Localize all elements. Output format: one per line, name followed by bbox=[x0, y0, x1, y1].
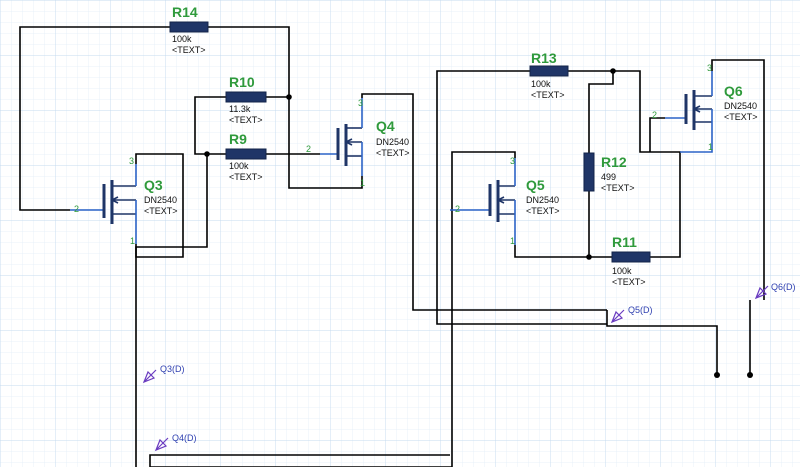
probe-q6d[interactable]: Q6(D) bbox=[754, 282, 796, 300]
pin-label: 3 bbox=[129, 156, 134, 166]
body-arrow bbox=[692, 105, 712, 113]
junction-dot bbox=[610, 68, 616, 74]
resistor-text: <TEXT> bbox=[612, 277, 646, 287]
resistor-r14[interactable]: R14 100k <TEXT> bbox=[169, 4, 209, 55]
probe-icon bbox=[142, 369, 157, 384]
wire-r10 bbox=[194, 96, 226, 155]
wire-r14-right bbox=[208, 26, 363, 189]
body-arrow bbox=[344, 138, 362, 146]
transistor-text: <TEXT> bbox=[526, 206, 560, 216]
pin-label: 2 bbox=[74, 204, 79, 214]
pin-label: 1 bbox=[510, 236, 515, 246]
resistor-body[interactable] bbox=[583, 152, 595, 192]
resistor-r11[interactable]: R11 100k <TEXT> bbox=[611, 234, 651, 287]
resistor-value: 100k bbox=[531, 79, 551, 89]
resistor-text: <TEXT> bbox=[601, 183, 635, 193]
probe-q3d[interactable]: Q3(D) bbox=[142, 364, 185, 384]
resistor-ref: R10 bbox=[229, 74, 255, 90]
probe-label: Q6(D) bbox=[771, 282, 796, 292]
resistor-body[interactable] bbox=[529, 65, 569, 77]
probe-label: Q4(D) bbox=[172, 433, 197, 443]
wire-q5-drain bbox=[149, 151, 516, 467]
resistor-ref: R14 bbox=[172, 4, 198, 20]
pin-label: 1 bbox=[130, 236, 135, 246]
body-arrow bbox=[496, 196, 515, 204]
probe-icon bbox=[154, 437, 169, 452]
transistor-ref: Q4 bbox=[376, 118, 395, 134]
resistor-ref: R12 bbox=[601, 154, 627, 170]
resistor-ref: R9 bbox=[229, 131, 247, 147]
wire-q6-gate bbox=[649, 117, 665, 152]
transistor-ref: Q3 bbox=[144, 177, 163, 193]
body-arrow bbox=[110, 196, 136, 204]
resistor-value: 100k bbox=[229, 161, 249, 171]
resistor-r13[interactable]: R13 100k <TEXT> bbox=[529, 50, 569, 100]
resistor-r10[interactable]: R10 11.3k <TEXT> bbox=[225, 74, 267, 125]
source-lead bbox=[680, 109, 713, 153]
resistor-ref: R11 bbox=[612, 234, 637, 250]
pin-label: 3 bbox=[358, 98, 363, 108]
resistor-value: 100k bbox=[172, 34, 192, 44]
pin-label: 2 bbox=[652, 110, 657, 120]
resistor-body[interactable] bbox=[225, 148, 267, 160]
resistor-value: 11.3k bbox=[229, 104, 251, 114]
resistor-text: <TEXT> bbox=[531, 90, 565, 100]
transistor-part: DN2540 bbox=[144, 195, 177, 205]
junctions bbox=[204, 68, 753, 378]
resistor-ref: R13 bbox=[531, 50, 557, 66]
pin-label: 1 bbox=[360, 178, 365, 188]
resistor-text: <TEXT> bbox=[229, 172, 263, 182]
probe-q4d[interactable]: Q5(D) bbox=[610, 305, 653, 324]
probe-q5d[interactable]: Q4(D) bbox=[154, 433, 197, 452]
pin-label: 3 bbox=[707, 63, 712, 73]
transistor-ref: Q5 bbox=[526, 177, 545, 193]
resistor-value: 499 bbox=[601, 172, 616, 182]
pin-label: 2 bbox=[306, 144, 311, 154]
junction-dot bbox=[586, 254, 592, 260]
resistor-body[interactable] bbox=[169, 21, 209, 33]
junction-dot bbox=[714, 372, 720, 378]
wire-r13-left bbox=[436, 70, 607, 325]
pin-label: 1 bbox=[708, 142, 713, 152]
transistor-q6[interactable]: 3 2 1 Q6 DN2540 <TEXT> bbox=[652, 63, 758, 153]
wire-r13-right bbox=[568, 70, 681, 168]
transistor-q3[interactable]: 3 2 1 Q3 DN2540 <TEXT> bbox=[70, 156, 178, 246]
wire-r11-right bbox=[650, 168, 681, 258]
transistor-part: DN2540 bbox=[376, 137, 409, 147]
transistor-ref: Q6 bbox=[724, 83, 743, 99]
resistor-body[interactable] bbox=[225, 91, 267, 103]
pin-label: 3 bbox=[510, 156, 515, 166]
probe-icon bbox=[754, 285, 769, 300]
probe-label: Q3(D) bbox=[160, 364, 185, 374]
probe-icon bbox=[610, 309, 625, 324]
junction-dot bbox=[286, 94, 292, 100]
transistor-part: DN2540 bbox=[724, 101, 757, 111]
wire-q4d-net bbox=[606, 310, 718, 375]
wire-r14-loop bbox=[19, 26, 170, 211]
transistor-text: <TEXT> bbox=[376, 148, 410, 158]
wires bbox=[19, 26, 765, 467]
transistor-part: DN2540 bbox=[526, 195, 559, 205]
probe-label: Q5(D) bbox=[628, 305, 653, 315]
resistor-text: <TEXT> bbox=[229, 115, 263, 125]
resistor-r9[interactable]: R9 100k <TEXT> bbox=[225, 131, 267, 182]
resistor-value: 100k bbox=[612, 266, 632, 276]
junction-dot bbox=[747, 372, 753, 378]
wire-q5-source bbox=[514, 245, 612, 258]
transistor-q5[interactable]: 3 2 1 Q5 DN2540 <TEXT> bbox=[450, 156, 560, 246]
wire-q3d-net bbox=[135, 154, 208, 467]
wire-q6-drain bbox=[711, 59, 765, 300]
wire-q4-drain bbox=[361, 93, 607, 311]
resistor-body[interactable] bbox=[611, 251, 651, 263]
wire-r12-top bbox=[588, 71, 614, 154]
transistor-q4[interactable]: 3 2 1 Q4 DN2540 <TEXT> bbox=[306, 98, 410, 188]
transistor-text: <TEXT> bbox=[724, 112, 758, 122]
junction-dot bbox=[204, 151, 210, 157]
resistor-r12[interactable]: R12 499 <TEXT> bbox=[583, 152, 635, 193]
transistor-text: <TEXT> bbox=[144, 206, 178, 216]
resistor-text: <TEXT> bbox=[172, 45, 206, 55]
pin-label: 2 bbox=[455, 204, 460, 214]
